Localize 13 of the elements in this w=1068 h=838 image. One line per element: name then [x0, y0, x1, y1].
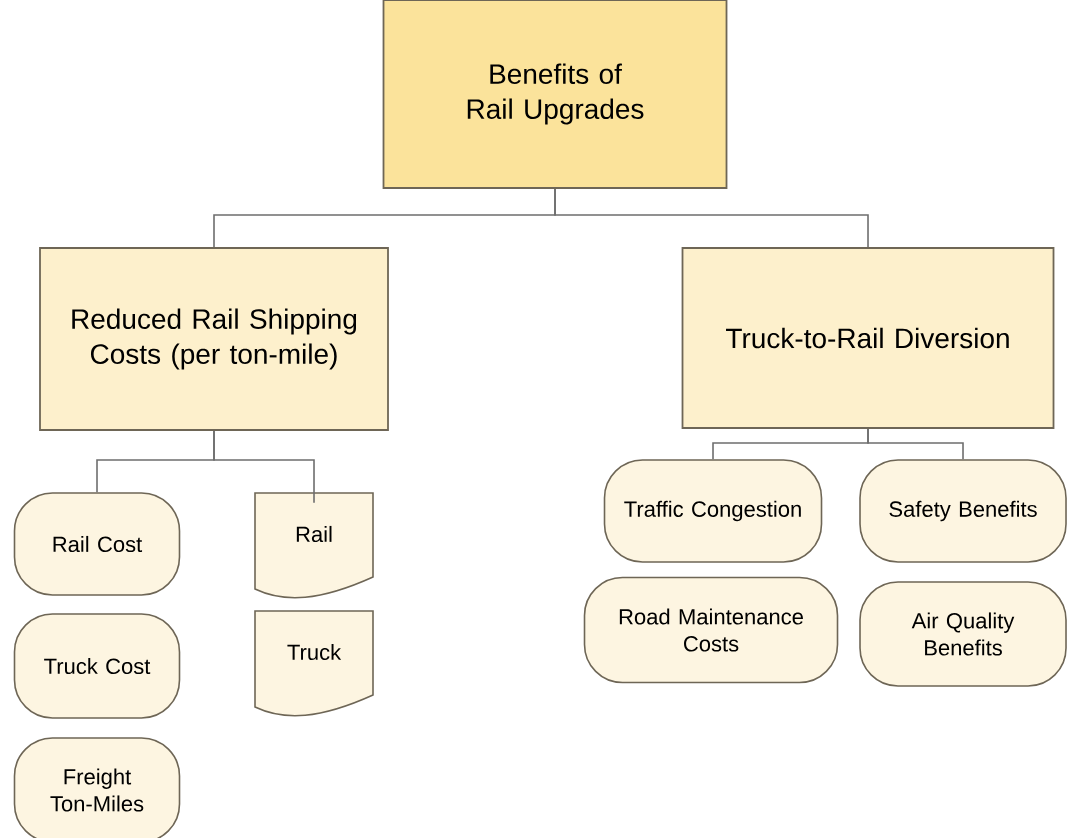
- connector-line: [213, 430, 315, 504]
- connector-line: [867, 428, 964, 460]
- rounded-box: Safety Benefits: [859, 459, 1067, 563]
- rounded-box: Air Quality Benefits: [859, 581, 1067, 687]
- rounded-box: Freight Ton-Miles: [13, 737, 181, 838]
- rounded-box: Road Maintenance Costs: [583, 576, 839, 684]
- root-box: Benefits of Rail Upgrades: [382, 0, 728, 189]
- rounded-box: Truck Cost: [13, 613, 181, 719]
- connector-line: [554, 188, 869, 248]
- category-box: Reduced Rail Shipping Costs (per ton-mile): [39, 247, 389, 431]
- rounded-box: Traffic Congestion: [603, 459, 823, 563]
- rounded-box: Rail Cost: [13, 492, 181, 596]
- category-box: Truck-to-Rail Diversion: [681, 247, 1055, 429]
